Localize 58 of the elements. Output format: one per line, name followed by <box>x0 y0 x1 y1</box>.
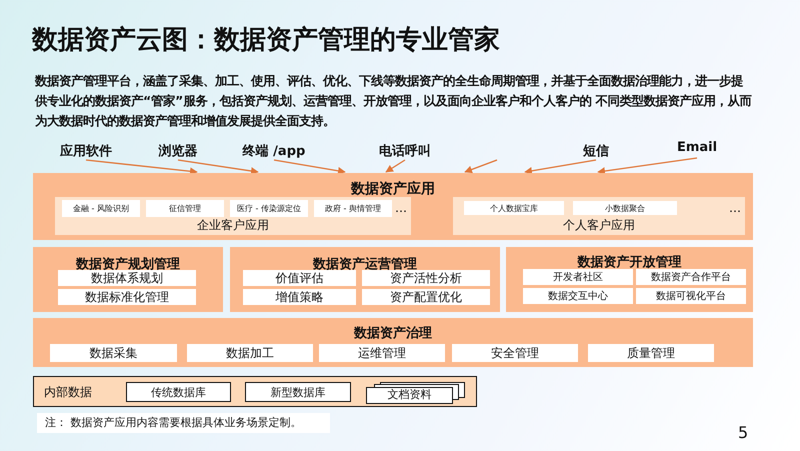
arrow <box>597 157 698 175</box>
item-box: 征信管理 <box>146 200 224 217</box>
item-box: 小数据聚合 <box>573 201 677 215</box>
section-heading: 数据资产开放管理 <box>576 254 682 271</box>
item-box: 数据加工 <box>187 344 313 362</box>
item-box: 价值评估 <box>243 270 356 286</box>
channel-label: 短信 <box>578 142 614 160</box>
section-heading: 数据资产规划管理 <box>74 256 181 272</box>
group-panel <box>55 197 411 235</box>
panel-label: 内部数据 <box>44 384 92 401</box>
item-box: 数据体系规划 <box>58 270 196 286</box>
section-heading: 数据资产应用 <box>350 180 436 198</box>
arrow <box>524 159 596 175</box>
item-box: 资产活性分析 <box>362 270 490 286</box>
arrow <box>178 159 259 175</box>
ellipsis-text: … <box>395 201 407 215</box>
item-box: 数据资产合作平台 <box>636 269 746 285</box>
item-box: 政府 - 舆情管理 <box>314 200 392 217</box>
item-box: 质量管理 <box>588 344 714 362</box>
section-band <box>33 318 753 367</box>
item-box: 增值策略 <box>243 289 356 305</box>
group-panel <box>453 197 745 235</box>
title: 数据资产云图：数据资产管理的专业管家 <box>32 24 500 57</box>
item-box: 数据采集 <box>50 344 177 362</box>
section-band <box>33 173 753 240</box>
database-box: 传统数据库 <box>126 382 231 402</box>
note-text: 注： 数据资产应用内容需要根据具体业务场景定制。 <box>37 413 330 433</box>
page-number: 5 <box>738 423 748 442</box>
item-box: 数据交互中心 <box>523 288 633 304</box>
data-panel <box>33 376 477 407</box>
item-box: 资产配置优化 <box>362 289 490 305</box>
panel-label: 企业客户应用 <box>196 217 270 234</box>
arrow <box>385 159 406 173</box>
section-band <box>33 247 223 312</box>
item-box: 医疗 - 传染源定位 <box>230 200 308 217</box>
channel-label: 电话呼叫 <box>372 142 438 160</box>
item-box: 运维管理 <box>319 344 445 362</box>
arrow <box>464 159 498 174</box>
channel-label: Email <box>672 140 722 158</box>
section-heading: 数据资产运营管理 <box>312 256 418 272</box>
channel-label: 终端 /app <box>238 142 310 160</box>
item-box: 个人数据宝库 <box>464 201 564 215</box>
section-band <box>506 247 753 312</box>
item-box: 数据标准化管理 <box>58 289 196 305</box>
section-heading: 数据资产治理 <box>352 324 433 342</box>
item-box: 金融 - 风险识别 <box>62 200 140 217</box>
item-box: 数据可视化平台 <box>636 288 746 304</box>
arrow <box>274 159 346 175</box>
channel-label: 浏览器 <box>150 142 206 160</box>
description-text: 数据资产管理平台，涵盖了采集、加工、使用、评估、优化、下线等数据资产的全生命周期管理，并基于全面数据治理能力，进一步提供专业化的数据资产“管家”服务，包括资产规划、运营管理、开放管理，以及面向企业客户和个人客户的 不同类型数据资产应用，从而为大数据时代的数据资产管理和增值发展提供全面支持。 <box>35 72 753 130</box>
ellipsis-text: … <box>729 201 741 215</box>
item-box: 开发者社区 <box>523 269 633 285</box>
item-box: 安全管理 <box>452 344 578 362</box>
database-box: 新型数据库 <box>245 382 351 402</box>
section-band <box>230 247 500 312</box>
panel-label: 个人客户应用 <box>562 217 636 234</box>
channel-label: 应用软件 <box>55 142 117 160</box>
arrow <box>86 159 198 176</box>
